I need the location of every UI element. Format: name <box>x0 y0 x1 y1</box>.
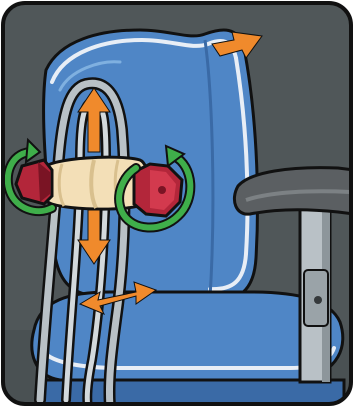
knob-right <box>134 164 182 216</box>
knob-left <box>16 160 52 204</box>
seat <box>32 292 344 407</box>
